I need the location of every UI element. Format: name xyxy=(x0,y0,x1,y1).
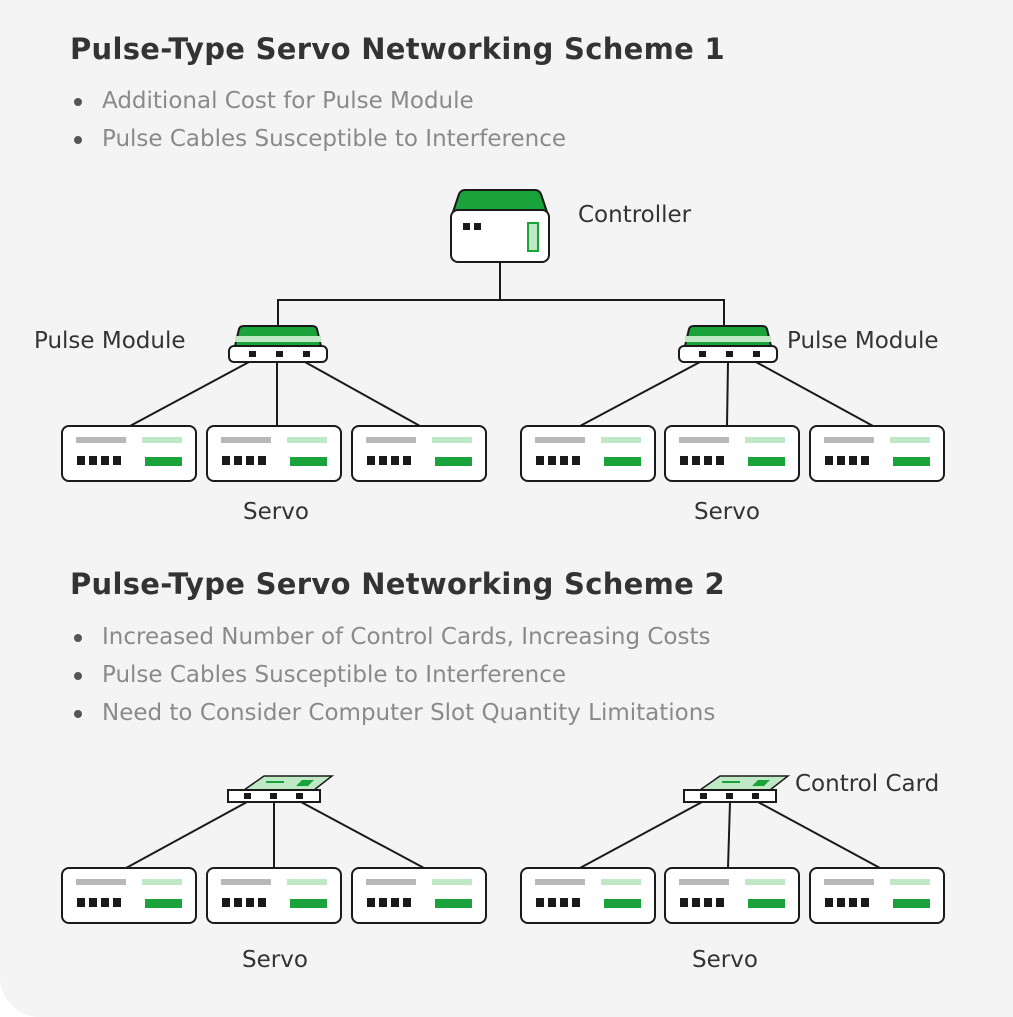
servo-group-label: Servo xyxy=(694,499,760,525)
servo-group-label: Servo xyxy=(243,499,309,525)
servo-icon xyxy=(809,425,945,482)
servo-icon xyxy=(664,425,800,482)
cable-line xyxy=(579,801,703,869)
pulse-module-icon xyxy=(228,325,328,363)
controller-label: Controller xyxy=(578,202,692,228)
cable-line xyxy=(757,801,881,869)
servo-group-label: Servo xyxy=(242,947,308,973)
servo-icon xyxy=(351,425,487,482)
scheme2-bullet: Increased Number of Control Cards, Incre… xyxy=(72,618,715,656)
servo-icon xyxy=(520,425,656,482)
servo-icon xyxy=(206,425,342,482)
servo-icon xyxy=(61,425,197,482)
cable-line xyxy=(300,801,425,869)
control-card-label: Control Card xyxy=(795,771,939,797)
connection-lines xyxy=(125,262,881,869)
cable-line xyxy=(579,361,701,427)
cable-line xyxy=(755,361,874,427)
scheme1-title: Pulse-Type Servo Networking Scheme 1 xyxy=(70,32,725,66)
scheme2-bullet-list: Increased Number of Control Cards, Incre… xyxy=(72,618,715,732)
device-labels: Controller Pulse Module Pulse Module Ser… xyxy=(34,202,939,973)
cable-line xyxy=(726,361,729,427)
scheme1-bullet-list: Additional Cost for Pulse Module Pulse C… xyxy=(72,82,566,158)
scheme1-bullet: Pulse Cables Susceptible to Interference xyxy=(72,120,566,158)
servo-icon xyxy=(664,867,800,924)
cable-line xyxy=(304,361,421,427)
servo-icon xyxy=(809,867,945,924)
servo-icon xyxy=(206,867,342,924)
cable-line xyxy=(125,801,248,869)
scheme1-bullet: Additional Cost for Pulse Module xyxy=(72,82,566,120)
scheme2-bullet: Need to Consider Computer Slot Quantity … xyxy=(72,694,715,732)
controller-bus-line xyxy=(277,299,725,336)
pulse-module-label: Pulse Module xyxy=(787,328,939,354)
cable-line xyxy=(129,361,250,427)
servo-icon xyxy=(351,867,487,924)
control-card-icon xyxy=(227,775,335,803)
cable-line xyxy=(727,801,731,869)
pulse-module-label: Pulse Module xyxy=(34,328,186,354)
servo-group-label: Servo xyxy=(692,947,758,973)
pulse-module-icon xyxy=(678,325,778,363)
controller-icon xyxy=(450,189,550,263)
servo-icon xyxy=(61,867,197,924)
control-card-icon xyxy=(683,775,791,803)
scheme2-title: Pulse-Type Servo Networking Scheme 2 xyxy=(70,567,725,601)
servo-icon xyxy=(520,867,656,924)
scheme2-bullet: Pulse Cables Susceptible to Interference xyxy=(72,656,715,694)
devices xyxy=(61,189,945,924)
